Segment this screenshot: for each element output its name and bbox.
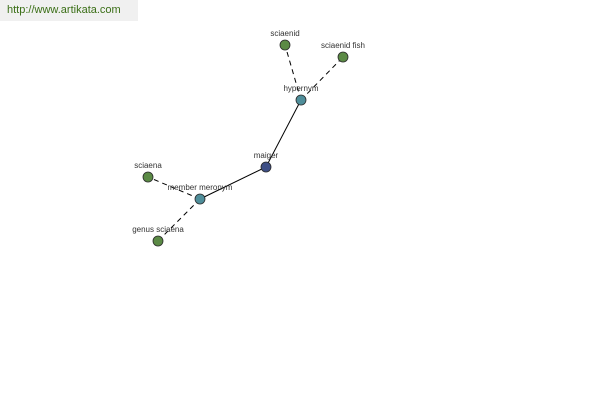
- node-label: hypernym: [283, 84, 318, 93]
- node-marker[interactable]: [279, 39, 291, 51]
- node-label: sciaenid fish: [321, 41, 365, 50]
- edge-member-meronym-sciaena: [147, 176, 201, 200]
- node-maiger[interactable]: maiger: [254, 151, 279, 173]
- edge-hypernym-sciaenid: [284, 44, 302, 101]
- edge-member-meronym-genus-sciaena: [157, 198, 201, 242]
- node-member-meronym[interactable]: member meronym: [168, 183, 233, 205]
- node-genus-sciaena[interactable]: genus sciaena: [132, 225, 184, 247]
- graph-edges: [147, 44, 344, 242]
- node-hypernym[interactable]: hypernym: [283, 84, 319, 106]
- node-marker[interactable]: [194, 193, 206, 205]
- node-label: maiger: [254, 151, 279, 160]
- graph-nodes: maiger hypernym member meronym sciaenid scia…: [132, 29, 365, 247]
- node-marker[interactable]: [260, 161, 272, 173]
- edge-maiger-hypernym: [265, 99, 302, 168]
- node-label: genus sciaena: [132, 225, 184, 234]
- node-label: sciaena: [134, 161, 162, 170]
- node-marker[interactable]: [337, 51, 349, 63]
- node-marker[interactable]: [142, 171, 154, 183]
- edge-hypernym-sciaenid-fish: [300, 56, 344, 101]
- node-sciaenid-fish[interactable]: sciaenid fish: [321, 41, 365, 63]
- node-label: sciaenid: [270, 29, 299, 38]
- site-watermark-link[interactable]: http://www.artikata.com: [0, 0, 138, 21]
- node-label: member meronym: [168, 183, 233, 192]
- node-marker[interactable]: [152, 235, 164, 247]
- node-marker[interactable]: [295, 94, 307, 106]
- node-sciaenid[interactable]: sciaenid: [270, 29, 300, 51]
- node-sciaena[interactable]: sciaena: [134, 161, 162, 183]
- edge-maiger-member-meronym: [199, 166, 267, 200]
